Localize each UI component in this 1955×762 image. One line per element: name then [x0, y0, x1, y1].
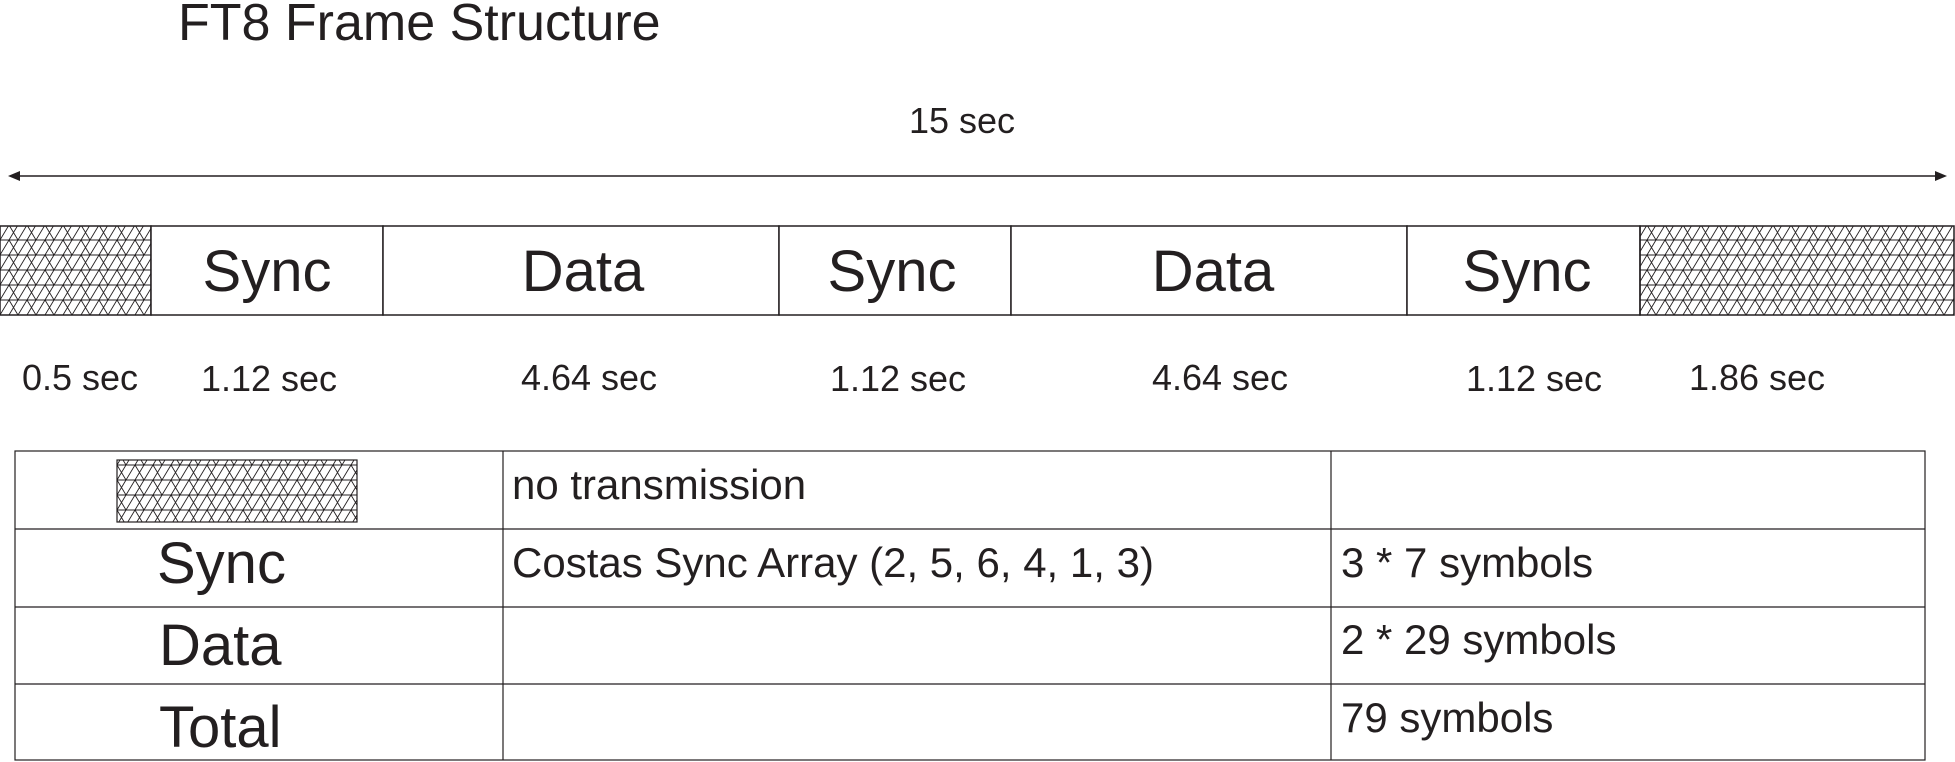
segment-duration: 4.64 sec: [521, 357, 657, 398]
segment-durations: 0.5 sec 1.12 sec 4.64 sec 1.12 sec 4.64 …: [22, 357, 1825, 399]
legend-description: Costas Sync Array (2, 5, 6, 4, 1, 3): [512, 539, 1154, 586]
frame-segment-label: Sync: [828, 239, 957, 304]
frame-segment-sync-3: Sync: [1406, 225, 1641, 316]
segment-duration: 1.12 sec: [1466, 358, 1602, 399]
frame-segment-blank-end: [1639, 225, 1955, 316]
legend-row-total: Total 79 symbols: [159, 694, 1553, 760]
legend-symbols: 3 * 7 symbols: [1341, 539, 1593, 586]
legend-description: no transmission: [512, 461, 806, 508]
legend-table: no transmission Sync Costas Sync Array (…: [14, 450, 1926, 761]
legend-symbols: 2 * 29 symbols: [1341, 616, 1616, 663]
frame-segment-blank-start: [0, 225, 152, 316]
legend-row-no-transmission: no transmission: [116, 459, 806, 523]
frame-segment-label: Data: [522, 239, 645, 304]
legend-row-sync: Sync Costas Sync Array (2, 5, 6, 4, 1, 3…: [157, 531, 1593, 596]
no-transmission-swatch: [116, 459, 358, 523]
legend-key: Data: [159, 613, 282, 678]
frame-bar: Sync Data Sync Data Sync: [0, 225, 1955, 316]
segment-duration: 1.12 sec: [201, 358, 337, 399]
total-duration-arrow: [8, 171, 1947, 181]
segment-duration: 1.12 sec: [830, 358, 966, 399]
total-duration-label: 15 sec: [909, 100, 1015, 141]
legend-key: Sync: [157, 531, 286, 596]
segment-duration: 4.64 sec: [1152, 357, 1288, 398]
frame-segment-label: Data: [1152, 239, 1275, 304]
frame-segment-label: Sync: [1463, 239, 1592, 304]
legend-symbols: 79 symbols: [1341, 694, 1553, 741]
diagram-title: FT8 Frame Structure: [178, 0, 661, 52]
legend-key: Total: [159, 695, 282, 760]
legend-row-data: Data 2 * 29 symbols: [159, 613, 1616, 678]
frame-segment-label: Sync: [203, 239, 332, 304]
frame-segment-sync-2: Sync: [778, 225, 1012, 316]
frame-segment-sync-1: Sync: [150, 225, 384, 316]
segment-duration: 0.5 sec: [22, 357, 138, 398]
frame-segment-data-2: Data: [1010, 225, 1408, 316]
segment-duration: 1.86 sec: [1689, 357, 1825, 398]
frame-segment-data-1: Data: [382, 225, 780, 316]
